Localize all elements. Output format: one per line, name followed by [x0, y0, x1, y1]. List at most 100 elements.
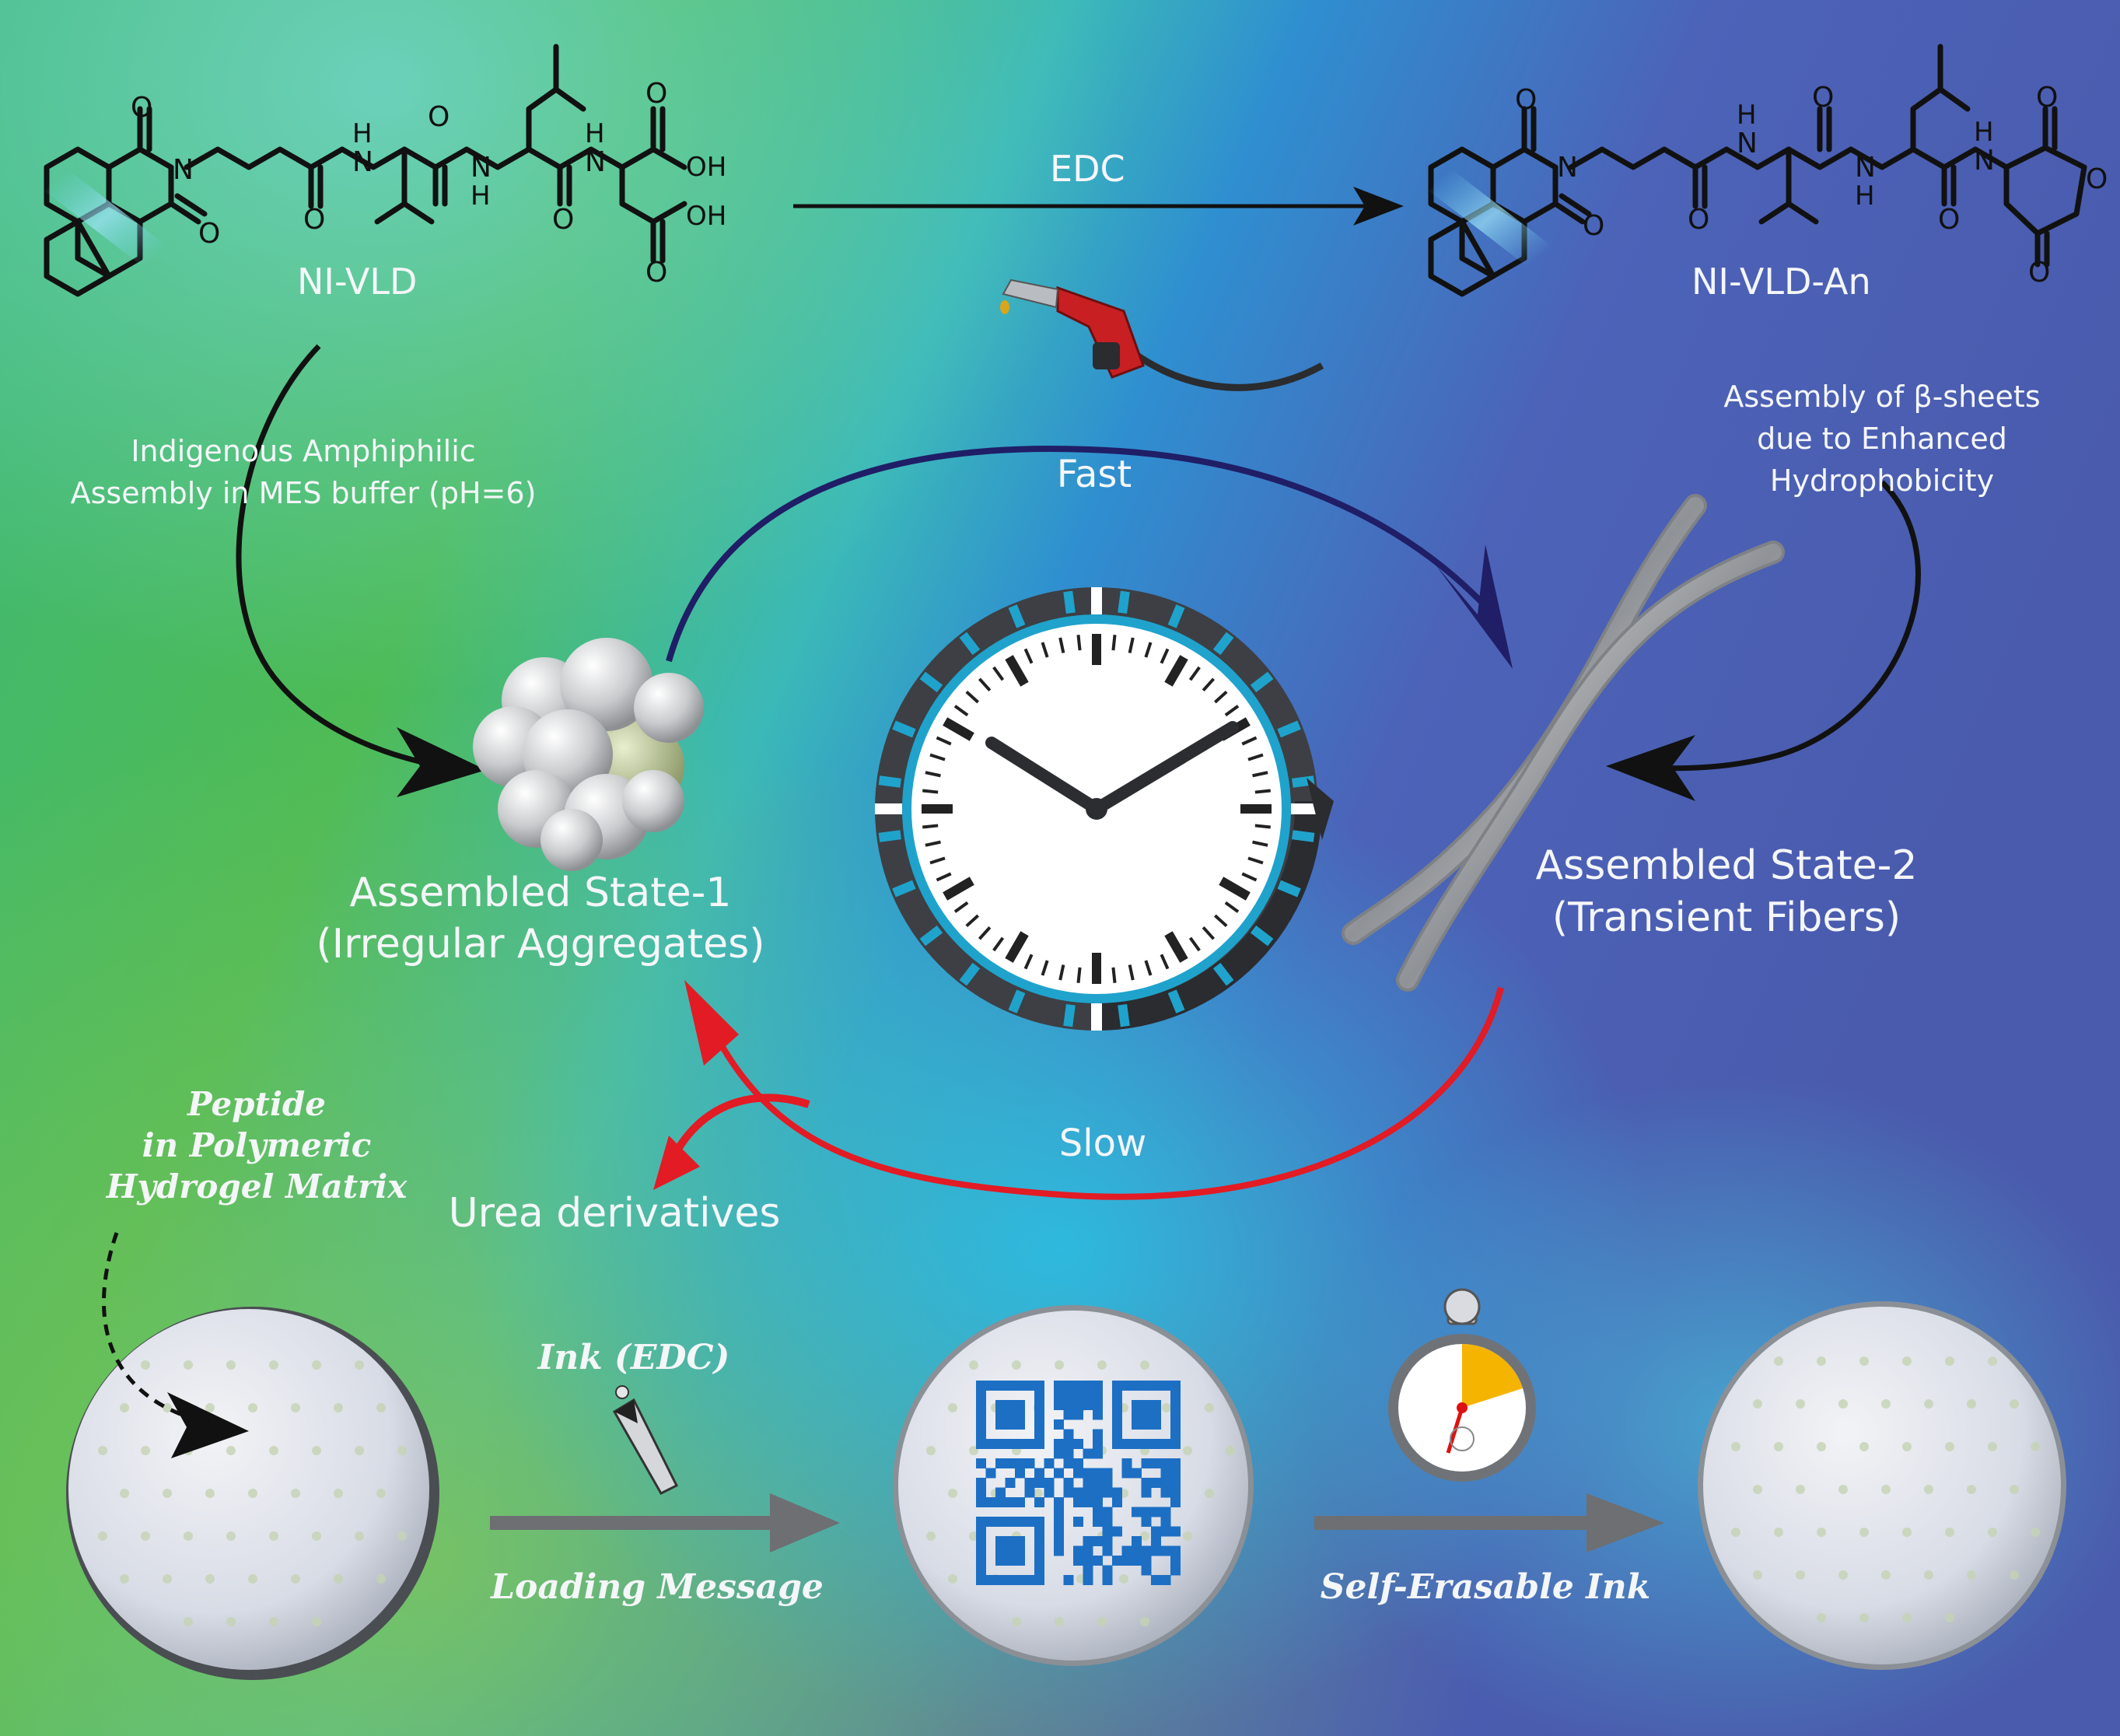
hydrogel-network-dot — [1859, 1356, 1869, 1366]
qr-module — [976, 1497, 986, 1507]
self-erasable-ink-label: Self-Erasable Ink — [1320, 1567, 1651, 1607]
clock-minor-tick — [1188, 936, 1201, 952]
atom-o: O — [645, 257, 668, 289]
qr-module — [1170, 1381, 1181, 1391]
qr-module — [1132, 1419, 1142, 1430]
qr-module — [1151, 1536, 1161, 1546]
qr-module — [1024, 1478, 1035, 1488]
qr-module — [1170, 1400, 1181, 1410]
qr-module — [1170, 1497, 1181, 1507]
hydrogel-network-dot — [926, 1531, 936, 1541]
qr-module — [1102, 1545, 1113, 1556]
hydrogel-network-dot — [312, 1531, 321, 1541]
qr-module — [1005, 1478, 1016, 1488]
irregular-aggregates — [473, 638, 704, 871]
qr-module — [1083, 1487, 1093, 1498]
clock-minor-tick — [965, 690, 979, 704]
hydrogel-network-dot — [948, 1574, 957, 1584]
clock-frame-notch — [1277, 720, 1301, 738]
qr-module — [1034, 1400, 1044, 1410]
clock-major-tick — [1164, 655, 1188, 687]
atom-o: O — [1812, 82, 1835, 114]
qr-module — [1112, 1439, 1122, 1449]
qr-module — [995, 1517, 1006, 1527]
hydrogel-network-dot — [291, 1574, 300, 1584]
qr-module — [1034, 1556, 1044, 1566]
qr-module — [1083, 1575, 1093, 1585]
clock-minor-tick — [1041, 960, 1049, 976]
clock-minor-tick — [929, 856, 946, 865]
qr-module — [1015, 1545, 1025, 1556]
qr-module — [985, 1575, 996, 1585]
qr-module — [1063, 1429, 1074, 1440]
qr-module — [1170, 1478, 1181, 1488]
clock-minor-tick — [1254, 789, 1271, 794]
clock-frame-notch — [1292, 830, 1315, 842]
state2-title: Assembled State-2 — [1535, 842, 1918, 889]
hydrogel-network-dot — [1796, 1399, 1805, 1409]
qr-module — [1093, 1556, 1103, 1566]
clock-minor-tick — [1214, 690, 1228, 704]
qr-module — [985, 1381, 996, 1391]
qr-module — [1005, 1556, 1016, 1566]
qr-module — [1073, 1439, 1083, 1449]
clock-frame-notch — [959, 632, 981, 656]
hydrogel-network-dot — [163, 1403, 172, 1412]
qr-module — [1151, 1381, 1161, 1391]
qr-module — [1170, 1565, 1181, 1576]
clock-minor-tick — [1023, 954, 1034, 970]
hydrogel-network-dot — [1902, 1356, 1912, 1366]
atom-o: O — [1583, 210, 1605, 242]
hydrogel-network-dot — [291, 1403, 300, 1412]
qr-module — [1170, 1458, 1181, 1468]
clock-minor-tick — [922, 789, 939, 794]
qr-module — [1112, 1487, 1122, 1498]
qr-module — [1141, 1545, 1152, 1556]
qr-module — [1054, 1390, 1064, 1401]
qr-module — [1005, 1409, 1016, 1420]
qr-module — [1132, 1400, 1142, 1410]
state1-subtitle: (Irregular Aggregates) — [316, 921, 765, 968]
hydrogel-network-dot — [1838, 1485, 1848, 1494]
hydrogel-network-dot — [1753, 1399, 1762, 1409]
qr-module — [1170, 1429, 1181, 1440]
qr-module — [1170, 1526, 1181, 1537]
hydrogel-network-dot — [1881, 1570, 1891, 1580]
stopwatch-icon — [1388, 1288, 1536, 1482]
qr-module — [1034, 1390, 1044, 1401]
hydrogel-network-dot — [1988, 1528, 1997, 1537]
hydrogel-network-dot — [1183, 1531, 1192, 1541]
clock-frame-notch — [1212, 632, 1234, 656]
clock-minor-tick — [978, 677, 992, 691]
atom-n: N — [1974, 145, 1995, 177]
hydrogel-network-dot — [1055, 1617, 1064, 1626]
qr-module — [1102, 1565, 1113, 1576]
qr-module — [1015, 1468, 1025, 1479]
clock-minor-tick — [1128, 964, 1135, 981]
atom-o: O — [1515, 84, 1538, 116]
qr-module — [1063, 1487, 1074, 1498]
qr-module — [995, 1419, 1006, 1430]
qr-module — [1112, 1497, 1122, 1507]
hydrogel-network-dot — [184, 1617, 193, 1626]
clock-minor-tick — [1023, 648, 1034, 664]
qr-module — [976, 1536, 986, 1546]
qr-module — [1112, 1409, 1122, 1420]
qr-module — [1063, 1381, 1074, 1391]
qr-module — [1151, 1526, 1161, 1537]
clock-minor-tick — [1076, 635, 1082, 651]
qr-module — [1093, 1381, 1103, 1391]
hydrogel-network-dot — [376, 1403, 386, 1412]
hydrogel-network-dot — [1226, 1446, 1235, 1455]
hydrogel-network-dot — [120, 1574, 129, 1584]
qr-module — [976, 1409, 986, 1420]
qr-module — [1054, 1507, 1064, 1517]
qr-module — [1063, 1390, 1074, 1401]
hydrogel-network-dot — [1838, 1570, 1848, 1580]
qr-module — [1073, 1458, 1083, 1468]
qr-module — [1160, 1458, 1171, 1468]
qr-module — [1121, 1545, 1132, 1556]
qr-module — [976, 1526, 986, 1537]
clock-minor-tick — [1241, 736, 1258, 746]
